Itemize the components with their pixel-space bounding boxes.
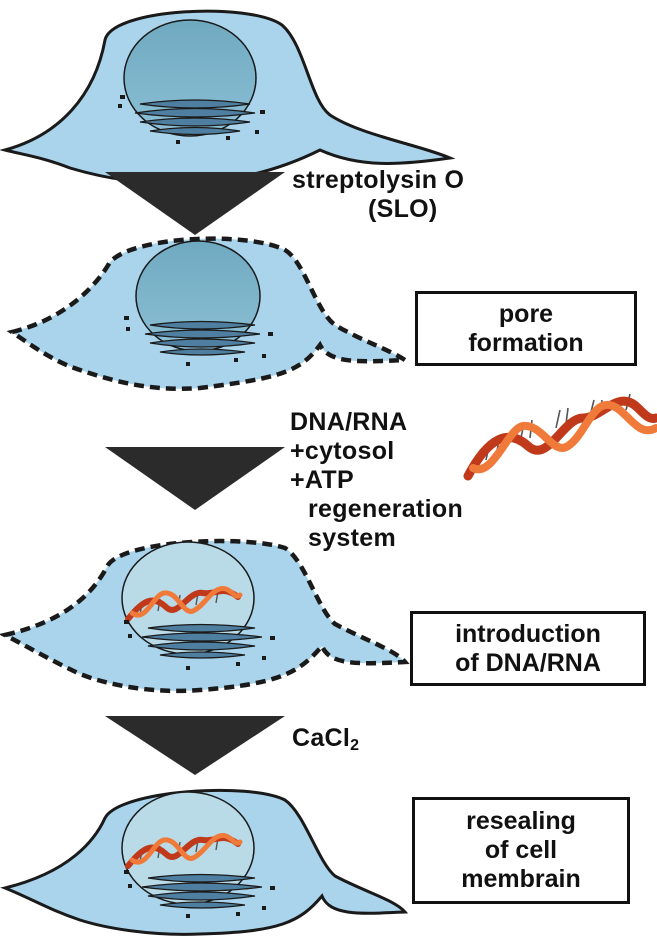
box-line: pore	[498, 299, 554, 328]
result-box-resealing: resealing of cell membrain	[412, 797, 630, 904]
step-label-line: (SLO)	[368, 195, 438, 223]
resealed-cell	[0, 788, 409, 936]
golgi	[141, 873, 263, 909]
cacl-subscript: 2	[350, 737, 360, 754]
step-label-line: streptolysin O	[292, 166, 465, 194]
dna-helix-icon	[463, 393, 657, 481]
arrow-down-3	[105, 716, 285, 775]
golgi	[141, 623, 263, 659]
intact-cell	[0, 9, 456, 185]
box-line: of cell	[484, 836, 558, 864]
step-label-line: DNA/RNA	[290, 408, 408, 436]
golgi	[144, 320, 261, 356]
golgi	[134, 99, 256, 136]
step-label-line: +ATP	[290, 466, 354, 494]
box-line: membrain	[461, 865, 581, 893]
step-label-dna-rna: DNA/RNA +cytosol +ATP regeneration syste…	[290, 408, 463, 553]
arrow-down-2	[105, 447, 285, 510]
dna-helix-icon	[125, 586, 243, 622]
step-label-cacl2: CaCl2	[292, 724, 359, 760]
transfected-cell	[0, 538, 410, 694]
box-line: formation	[468, 328, 584, 357]
arrow-down-1	[105, 172, 285, 235]
step-label-line: system	[308, 524, 396, 552]
step-label-line: +cytosol	[290, 437, 395, 465]
box-line: introduction	[455, 619, 601, 648]
box-line: of DNA/RNA	[455, 648, 601, 677]
result-box-pore-formation: pore formation	[415, 291, 637, 366]
cacl-text: CaCl	[292, 724, 351, 752]
permeabilized-cell	[6, 236, 412, 391]
result-box-introduction: introduction of DNA/RNA	[410, 611, 646, 686]
step-label-line: regeneration	[308, 495, 464, 523]
dna-helix-icon	[125, 833, 243, 869]
step-label-slo: streptolysin O (SLO)	[292, 166, 464, 224]
box-line: resealing	[466, 807, 576, 835]
